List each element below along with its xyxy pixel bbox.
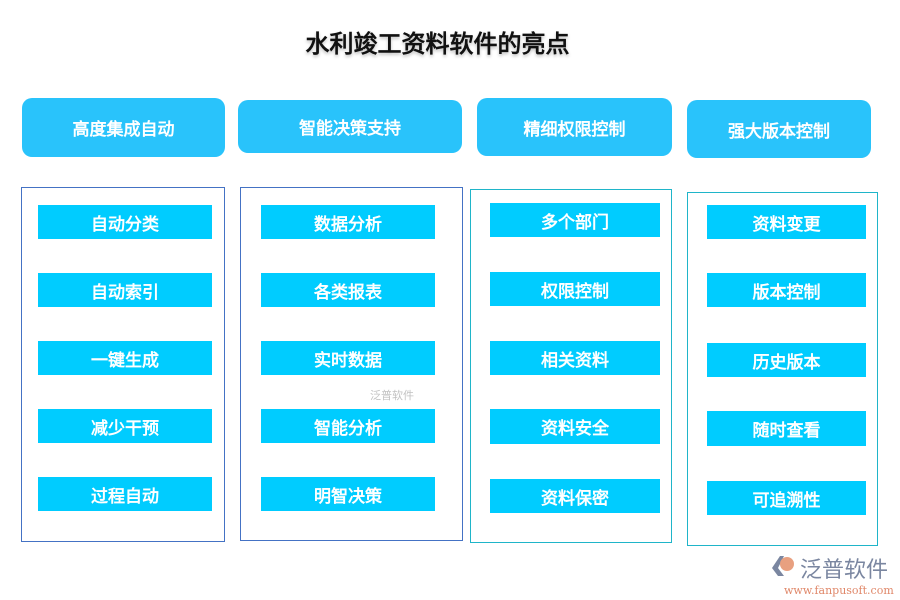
brand-url: www.fanpusoft.com bbox=[784, 584, 894, 597]
list-item: 数据分析 bbox=[261, 205, 435, 239]
list-item: 版本控制 bbox=[707, 273, 866, 307]
list-item: 权限控制 bbox=[490, 272, 660, 306]
page-title: 水利竣工资料软件的亮点 bbox=[305, 30, 570, 58]
list-item: 可追溯性 bbox=[707, 481, 866, 515]
watermark: 泛普软件 bbox=[370, 389, 414, 402]
brand-name: 泛普软件 bbox=[800, 558, 889, 583]
column-header-version: 强大版本控制 bbox=[687, 100, 871, 158]
column-box-decision bbox=[240, 187, 463, 541]
list-item: 智能分析 bbox=[261, 409, 435, 443]
column-header-decision: 智能决策支持 bbox=[238, 100, 462, 153]
column-box-integration bbox=[21, 187, 225, 542]
brand-logo: 泛普软件 www.fanpusoft.com bbox=[770, 552, 894, 597]
list-item: 各类报表 bbox=[261, 273, 435, 307]
list-item: 资料保密 bbox=[490, 479, 660, 513]
column-box-version bbox=[687, 192, 878, 546]
column-box-permission bbox=[470, 189, 672, 543]
list-item: 自动分类 bbox=[38, 205, 212, 239]
list-item: 随时查看 bbox=[707, 411, 866, 446]
list-item: 实时数据 bbox=[261, 341, 435, 375]
column-header-permission: 精细权限控制 bbox=[477, 98, 672, 156]
list-item: 明智决策 bbox=[261, 477, 435, 511]
list-item: 过程自动 bbox=[38, 477, 212, 511]
list-item: 减少干预 bbox=[38, 409, 212, 443]
list-item: 资料安全 bbox=[490, 409, 660, 444]
list-item: 资料变更 bbox=[707, 205, 866, 239]
list-item: 一键生成 bbox=[38, 341, 212, 375]
list-item: 多个部门 bbox=[490, 203, 660, 237]
list-item: 历史版本 bbox=[707, 343, 866, 377]
list-item: 相关资料 bbox=[490, 341, 660, 375]
column-header-integration: 高度集成自动 bbox=[22, 98, 225, 157]
list-item: 自动索引 bbox=[38, 273, 212, 307]
brand-logo-icon bbox=[772, 556, 794, 576]
